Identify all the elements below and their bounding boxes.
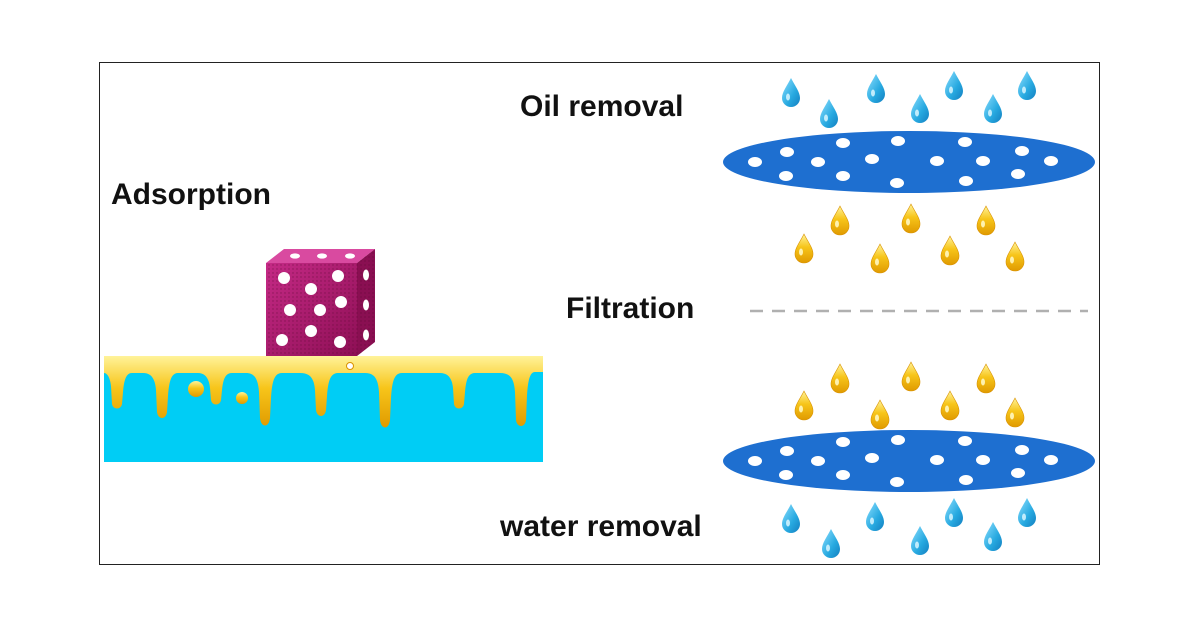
sponge-cube-icon: [266, 249, 375, 356]
water-drop-icon: [782, 504, 800, 533]
water-drop-icon: [867, 74, 885, 103]
oil-drops-top: [794, 203, 1025, 274]
porous-membrane-icon: [723, 131, 1095, 193]
water-drop-icon: [945, 71, 963, 100]
water-drop-icon: [1018, 498, 1036, 527]
oil-drop-icon: [976, 363, 996, 394]
filtration-label: Filtration: [566, 292, 695, 325]
oil-drop-icon: [830, 363, 850, 394]
water-removal-label: water removal: [500, 510, 702, 543]
water-drop-icon: [984, 94, 1002, 123]
oil-drops-bottom: [794, 361, 1025, 430]
adsorption-label: Adsorption: [111, 178, 271, 211]
oil-drop-icon: [901, 361, 921, 392]
figure-frame: [99, 62, 1100, 565]
water-drop-icon: [822, 529, 840, 558]
water-drop-icon: [1018, 71, 1036, 100]
oil-removal-label: Oil removal: [520, 90, 684, 123]
oil-drop-icon: [1005, 241, 1025, 272]
oil-drop-icon: [1005, 397, 1025, 428]
water-drop-icon: [984, 522, 1002, 551]
oil-film: [104, 356, 543, 428]
porous-membrane-icon: [723, 430, 1095, 492]
water-drop-icon: [945, 498, 963, 527]
oil-drop-icon: [940, 390, 960, 421]
oil-drop-icon: [940, 235, 960, 266]
water-drops-top: [782, 71, 1036, 128]
water-drop-icon: [911, 526, 929, 555]
water-drop-icon: [911, 94, 929, 123]
water-drop-icon: [820, 99, 838, 128]
oil-drop-icon: [830, 205, 850, 236]
water-drop-icon: [782, 78, 800, 107]
oil-drop-icon: [870, 243, 890, 274]
oil-drop-icon: [901, 203, 921, 234]
oil-drop-icon: [870, 399, 890, 430]
oil-drop-icon: [794, 390, 814, 421]
oil-drop-icon: [976, 205, 996, 236]
water-drop-icon: [866, 502, 884, 531]
oil-drop-icon: [794, 233, 814, 264]
water-drops-bottom: [782, 498, 1036, 558]
